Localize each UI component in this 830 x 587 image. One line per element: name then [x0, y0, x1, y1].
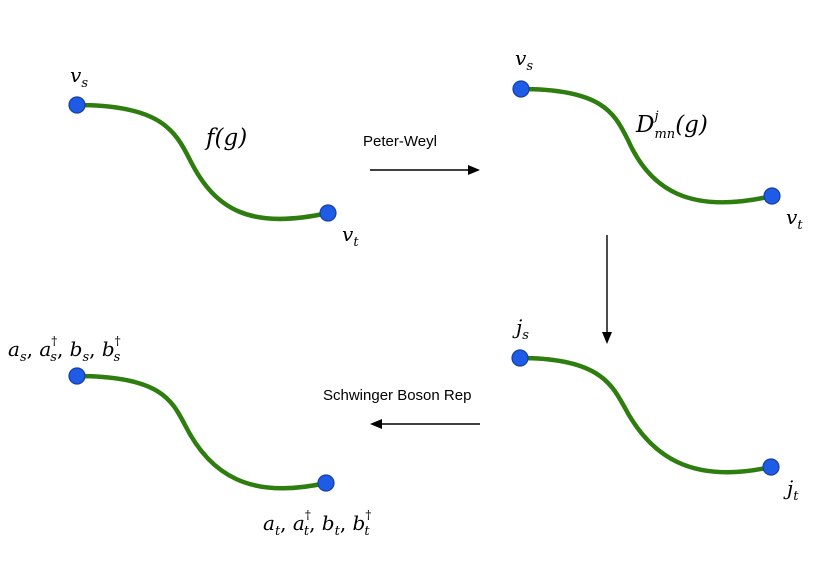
edge-top-left — [74, 102, 331, 222]
edge-top-right — [518, 86, 775, 205]
source-label-bottom-left: as, a†s, bs, b†s — [8, 334, 121, 365]
target-label-bottom-left: at, a†t, bt, b†t — [263, 508, 371, 539]
target-label-top-left: vt — [342, 222, 359, 250]
target-label-top-right: vt — [786, 205, 803, 233]
panel-bottom-left: as, a†s, bs, b†s at, a†t, bt, b†t — [8, 334, 371, 539]
source-label-top-left: vs — [70, 63, 88, 91]
panel-bottom-right: js jt — [511, 315, 799, 504]
arrow-label-schwinger: Schwinger Boson Rep — [323, 387, 471, 404]
source-label-bottom-right: js — [512, 315, 529, 343]
source-node-top-right — [512, 80, 530, 98]
target-label-bottom-right: jt — [783, 476, 799, 504]
arrow-schwinger: Schwinger Boson Rep — [323, 387, 480, 429]
panel-top-left: vs f(g) vt — [68, 63, 359, 250]
edge-bottom-right — [517, 355, 774, 475]
target-node-top-left — [319, 204, 337, 222]
arrow-down — [602, 235, 612, 344]
edge-label-top-left: f(g) — [204, 125, 247, 151]
target-node-bottom-left — [317, 474, 335, 492]
target-node-top-right — [763, 187, 781, 205]
source-label-top-right: vs — [515, 46, 533, 74]
arrow-peter-weyl: Peter-Weyl — [363, 133, 480, 175]
source-node-top-left — [68, 96, 86, 114]
arrow-label-peter-weyl: Peter-Weyl — [363, 133, 437, 150]
source-node-bottom-left — [68, 367, 86, 385]
edge-bottom-left — [74, 373, 329, 491]
source-node-bottom-right — [511, 349, 529, 367]
target-node-bottom-right — [762, 458, 780, 476]
